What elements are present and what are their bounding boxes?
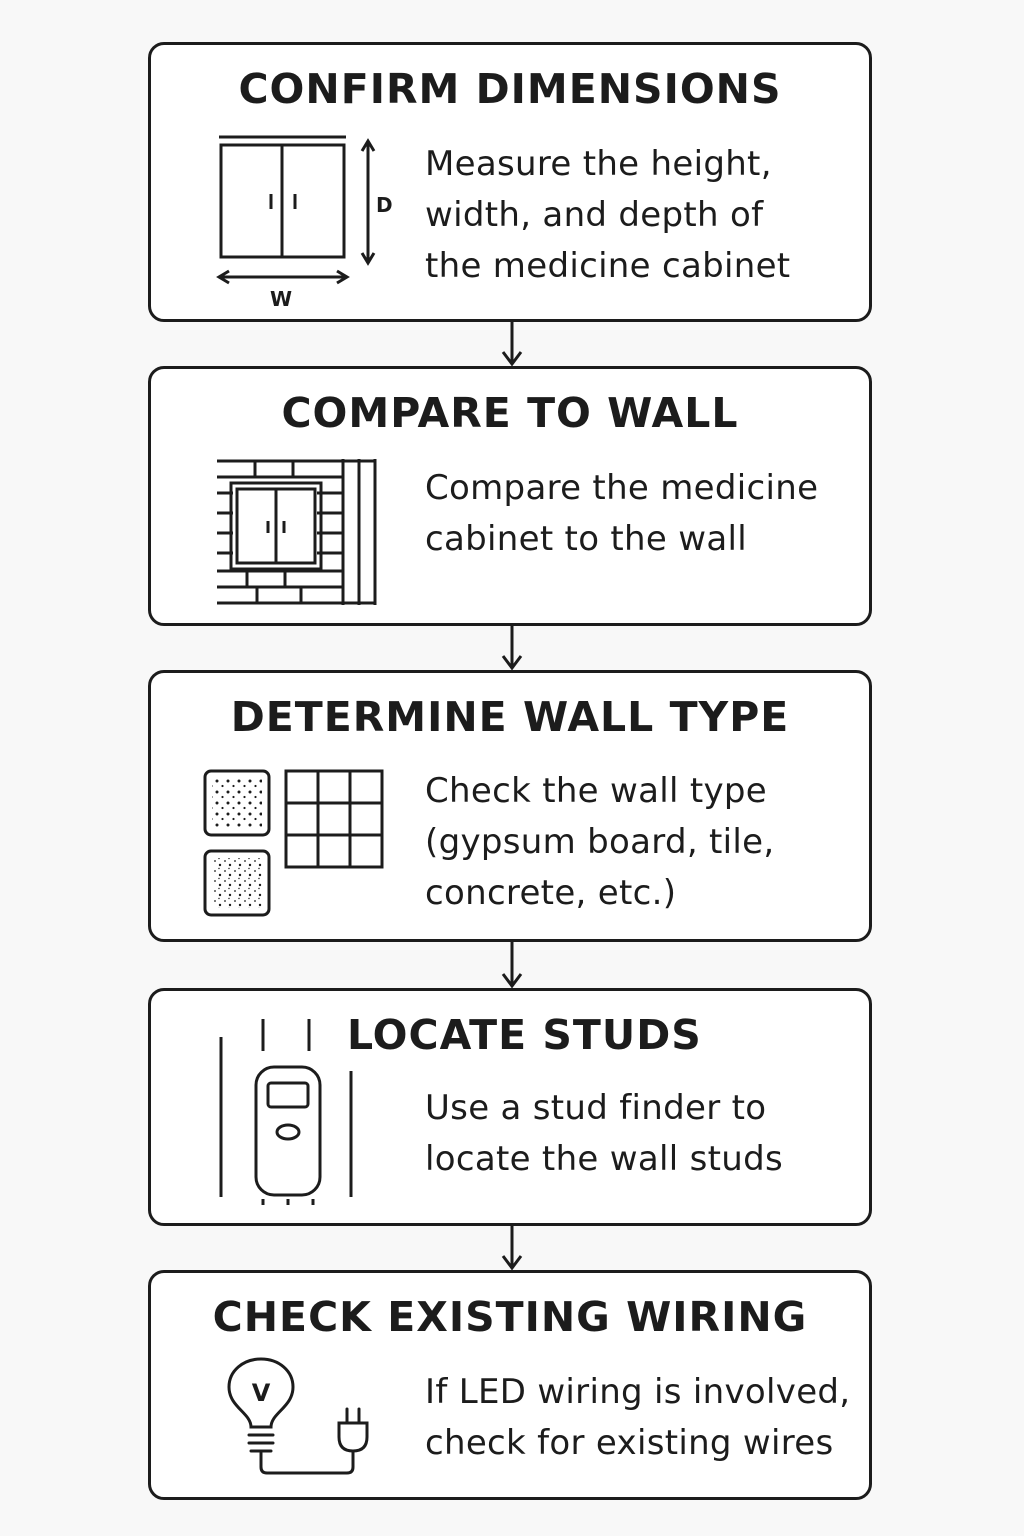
- description-line: concrete, etc.): [425, 873, 677, 913]
- step-title: CONFIRM DIMENSIONS: [238, 65, 782, 113]
- step-confirm-dimensions: CONFIRM DIMENSIONS D W Measure the heigh…: [148, 42, 872, 322]
- description-line: locate the wall studs: [425, 1139, 783, 1179]
- gypsum-board-swatch: [203, 769, 271, 837]
- step-description: Use a stud finder to locate the wall stu…: [425, 1083, 783, 1185]
- step-title: CHECK EXISTING WIRING: [212, 1293, 808, 1341]
- cabinet-in-wall-icon: [217, 459, 377, 605]
- description-line: width, and depth of: [425, 195, 764, 235]
- step-description: Measure the height, width, and depth of …: [425, 139, 790, 292]
- step-check-existing-wiring: CHECK EXISTING WIRING V If LED wiring is…: [148, 1270, 872, 1500]
- description-line: Check the wall type: [425, 771, 767, 811]
- step-description: Compare the medicine cabinet to the wall: [425, 463, 818, 565]
- description-line: (gypsum board, tile,: [425, 822, 775, 862]
- arrow-connector: [501, 940, 523, 989]
- step-compare-to-wall: COMPARE TO WALL: [148, 366, 872, 626]
- cabinet-dimensions-icon: D W: [216, 135, 393, 311]
- description-line: If LED wiring is involved,: [425, 1372, 851, 1412]
- step-title: DETERMINE WALL TYPE: [230, 693, 790, 741]
- description-line: the medicine cabinet: [425, 246, 791, 286]
- description-line: Use a stud finder to: [425, 1088, 767, 1128]
- arrow-connector: [501, 320, 523, 367]
- description-line: cabinet to the wall: [425, 519, 747, 559]
- bulb-plug-icon: V: [227, 1357, 369, 1475]
- step-determine-wall-type: DETERMINE WALL TYPE Check the w: [148, 670, 872, 942]
- arrow-connector: [501, 624, 523, 671]
- stud-finder-icon: [219, 1019, 353, 1205]
- width-label: W: [270, 287, 292, 311]
- depth-label: D: [376, 193, 393, 217]
- step-title: COMPARE TO WALL: [281, 389, 739, 437]
- tile-swatch: [284, 769, 384, 869]
- step-description: If LED wiring is involved, check for exi…: [425, 1367, 850, 1469]
- step-description: Check the wall type (gypsum board, tile,…: [425, 766, 775, 919]
- description-line: check for existing wires: [425, 1423, 834, 1463]
- arrow-connector: [501, 1224, 523, 1271]
- concrete-swatch: [203, 849, 271, 917]
- step-locate-studs: LOCATE STUDS Use a stud finder to locate…: [148, 988, 872, 1226]
- description-line: Measure the height,: [425, 144, 772, 184]
- description-line: Compare the medicine: [425, 468, 819, 508]
- wall-materials-icon: [203, 769, 384, 917]
- bulb-label: V: [252, 1379, 271, 1407]
- step-title: LOCATE STUDS: [347, 1011, 702, 1059]
